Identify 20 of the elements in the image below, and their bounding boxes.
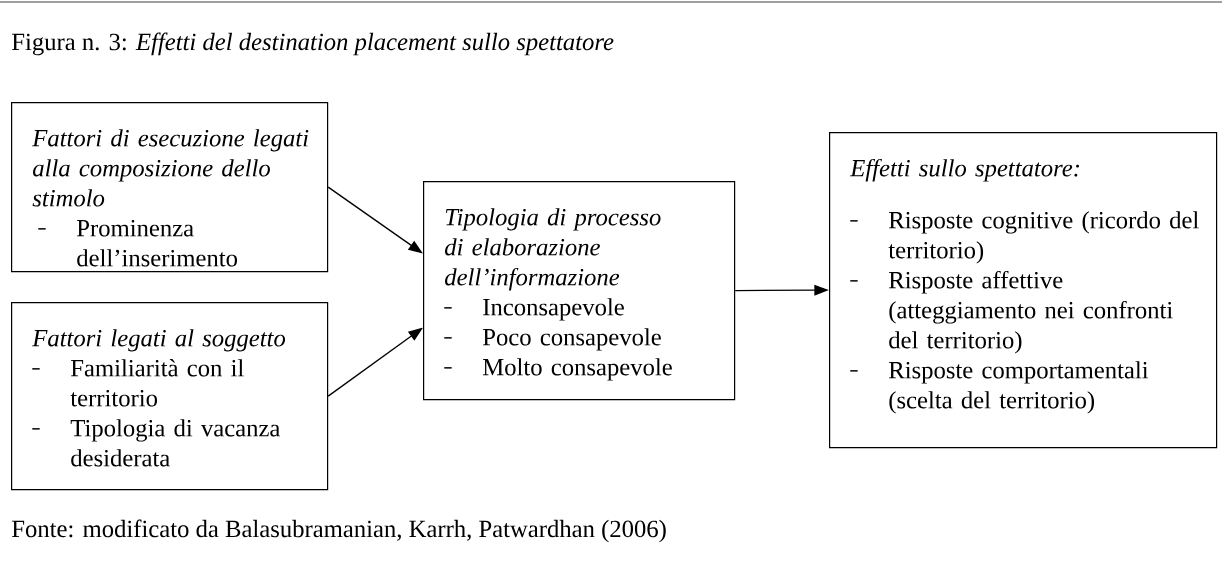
box-heading: Effetti sullo spettatore:: [850, 158, 1080, 182]
list-item: Familiarità con il territorio: [70, 359, 244, 407]
text-box: [423, 181, 736, 401]
figure-title: Figura n. 3: Effetti del destination placement sullo spettatore: [12, 32, 614, 56]
list-item: Prominenza dell’inserimento: [77, 219, 238, 267]
list-item: Risposte cognitive (ricordo del territorio): [888, 211, 1199, 264]
source-note: Fonte: modificato da Balasubramanian, Karrh, Patwardhan (2006): [12, 519, 666, 543]
list-item: Inconsapevole: [483, 298, 624, 321]
list-item: Molto consapevole: [483, 358, 672, 381]
text-box: [11, 302, 329, 491]
list-item: Tipologia di vacanza desiderata: [70, 419, 281, 467]
list-item: Risposte affettive (atteggiamento nei confronti del territorio): [889, 270, 1173, 354]
box-heading: Tipologia di processo di elaborazione dell’informazione: [445, 208, 661, 291]
text-box: [11, 102, 329, 273]
box-heading: Fattori di esecuzione legati alla composizione dello stimolo: [32, 129, 309, 207]
list-item: Risposte comportamentali (scelta del territorio): [889, 361, 1149, 414]
text-box: [829, 132, 1218, 449]
list-item: Poco consapevole: [483, 328, 661, 351]
box-heading: Fattori legati al soggetto: [32, 329, 286, 352]
arrow: [327, 186, 423, 254]
